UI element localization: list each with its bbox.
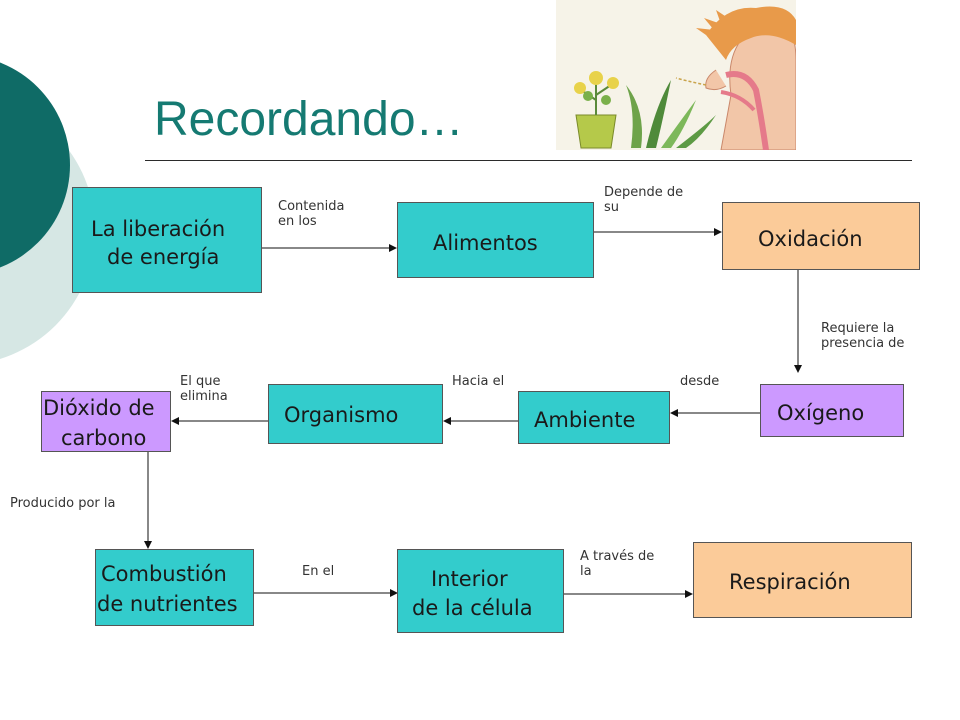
node-label-line1: Dióxido de bbox=[43, 396, 155, 420]
edge-label-line2: su bbox=[604, 200, 620, 215]
node-label-line2: de energía bbox=[107, 245, 220, 269]
edge-label-line1: Requiere la bbox=[821, 321, 895, 336]
node-combustion-nutrientes: Combustión de nutrientes bbox=[95, 549, 254, 626]
edge-label-line1: Hacia el bbox=[452, 374, 505, 389]
node-oxidacion: Oxidación bbox=[722, 202, 920, 270]
node-label-line1: La liberación bbox=[91, 217, 226, 241]
node-label: Ambiente bbox=[534, 408, 636, 432]
node-label: Oxidación bbox=[758, 227, 863, 251]
node-oxigeno: Oxígeno bbox=[760, 384, 904, 437]
node-ambiente: Ambiente bbox=[518, 391, 670, 444]
edge-label-line1: En el bbox=[302, 564, 335, 579]
edge-label-line1: desde bbox=[680, 374, 720, 389]
edge-label-line2: presencia de bbox=[821, 336, 905, 351]
edge-label-hacia: Hacia el bbox=[452, 374, 504, 389]
edge-label-en-el: En el bbox=[302, 564, 334, 579]
edge-label-atraves: A través de la bbox=[580, 549, 654, 579]
node-liberacion-energia: La liberación de energía bbox=[72, 187, 262, 293]
dark-circle bbox=[0, 62, 70, 268]
slide-title: Recordando… bbox=[154, 93, 464, 146]
edge-label-line1: El que bbox=[180, 374, 221, 389]
node-label: Alimentos bbox=[433, 231, 538, 255]
title-divider bbox=[145, 160, 912, 161]
edge-label-producido: Producido por la bbox=[10, 496, 115, 511]
node-alimentos: Alimentos bbox=[397, 202, 594, 278]
edge-label-line1: Depende de bbox=[604, 185, 684, 200]
edge-label-depende: Depende de su bbox=[604, 185, 683, 215]
edge-label-line2: en los bbox=[278, 214, 317, 229]
node-label-line2: carbono bbox=[61, 426, 147, 450]
edge-label-line1: Producido por la bbox=[10, 496, 116, 511]
node-organismo: Organismo bbox=[268, 384, 443, 444]
node-dioxido-carbono: Dióxido de carbono bbox=[41, 391, 171, 452]
edge-label-line1: A través de bbox=[580, 549, 655, 564]
node-label-line2: de nutrientes bbox=[97, 592, 238, 616]
edge-label-desde: desde bbox=[680, 374, 719, 389]
node-label-line1: Combustión bbox=[101, 562, 227, 586]
node-label-line1: Interior bbox=[431, 567, 508, 591]
edge-label-line2: la bbox=[580, 564, 592, 579]
edge-label-requiere: Requiere la presencia de bbox=[821, 321, 904, 351]
breathing-illustration bbox=[556, 0, 796, 150]
node-label: Respiración bbox=[729, 570, 851, 594]
edge-label-line1: Contenida bbox=[278, 199, 345, 214]
node-label: Organismo bbox=[284, 403, 399, 427]
edge-label-contenida: Contenida en los bbox=[278, 199, 344, 229]
node-label: Oxígeno bbox=[777, 401, 865, 425]
edge-label-elimina: El que elimina bbox=[180, 374, 228, 404]
node-interior-celula: Interior de la célula bbox=[397, 549, 564, 633]
edge-label-line2: elimina bbox=[180, 389, 228, 404]
node-respiracion: Respiración bbox=[693, 542, 912, 618]
node-label-line2: de la célula bbox=[412, 596, 533, 620]
